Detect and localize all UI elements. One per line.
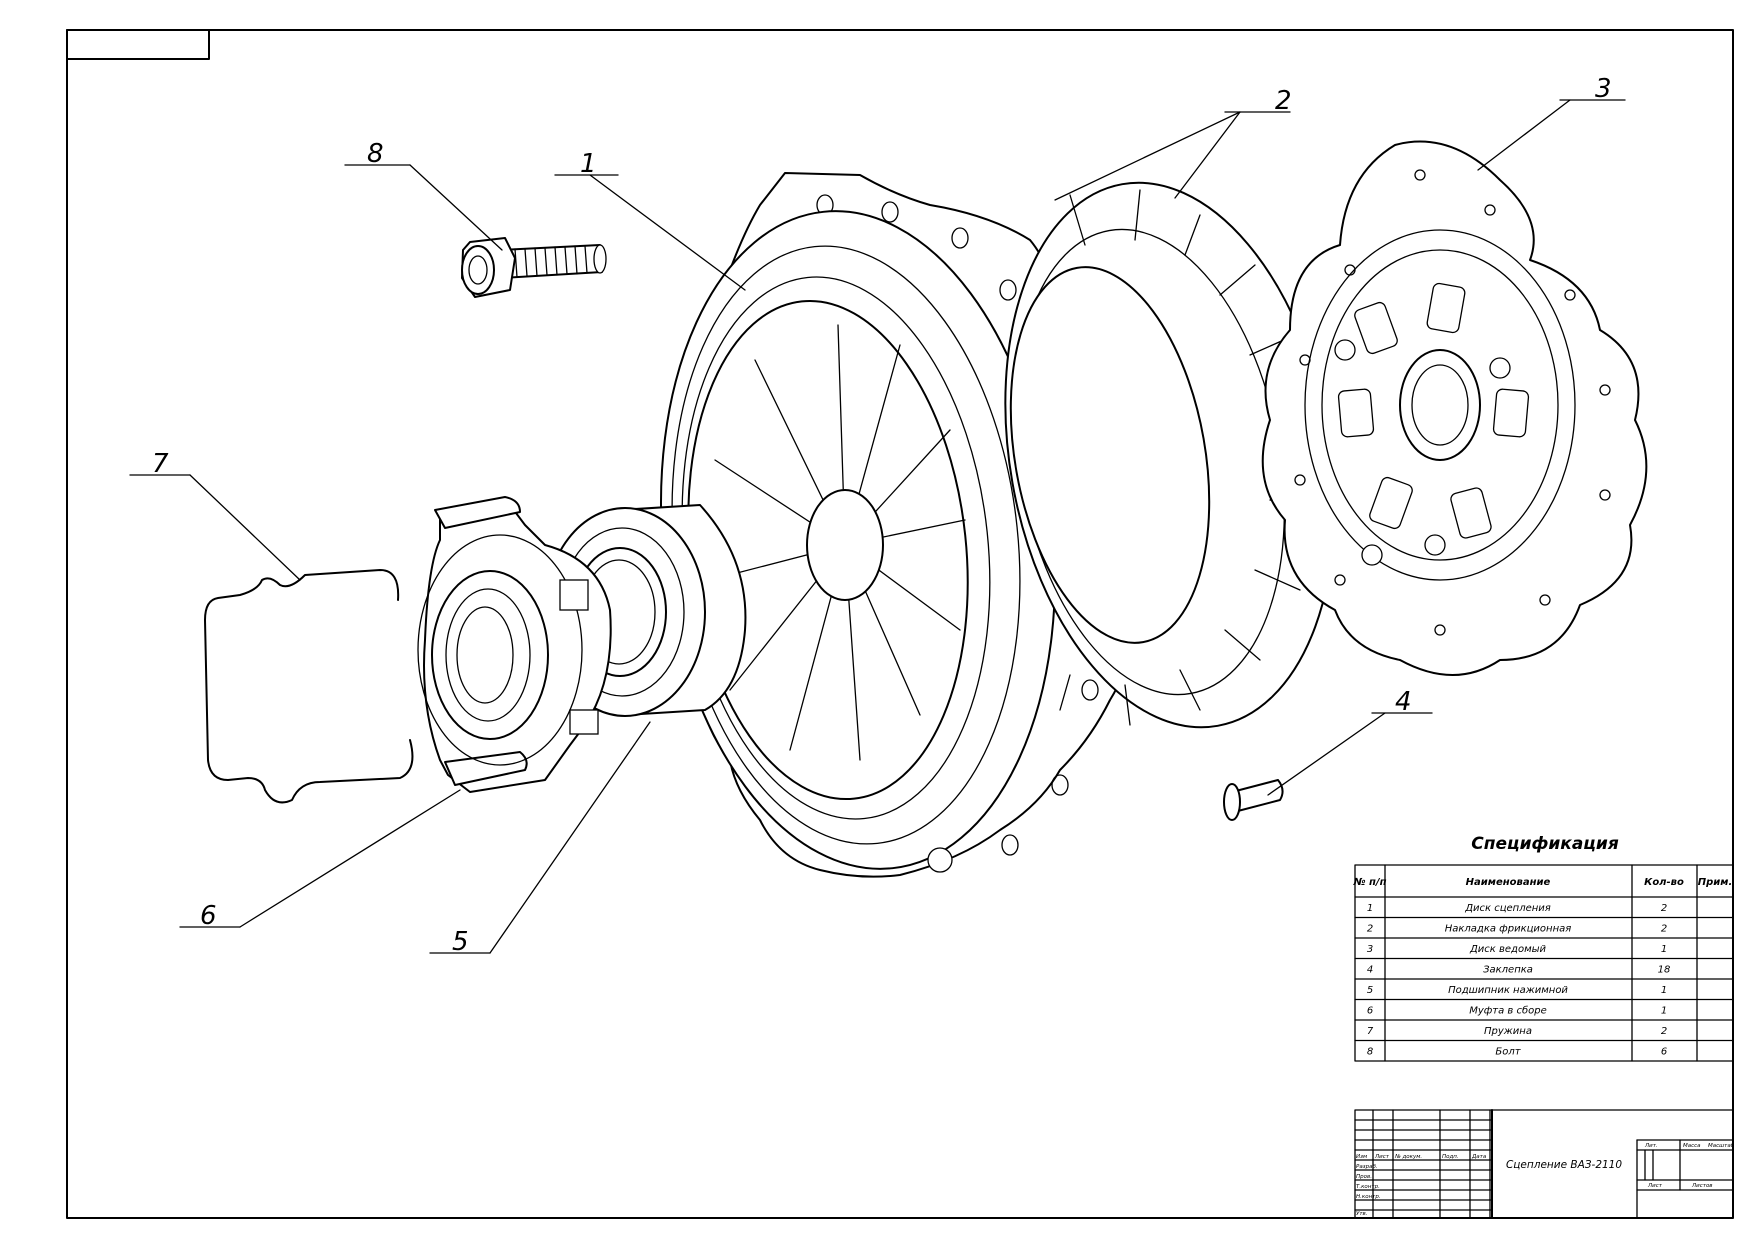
callout-6: 6 (200, 901, 217, 931)
tb-scale: Масштаб (1708, 1143, 1735, 1149)
part-4-rivet (1223, 779, 1284, 821)
specification-table: Спецификация № п/п Наименование Кол-во П… (1353, 834, 1734, 1062)
spec-cell: Заклепка (1483, 965, 1533, 976)
part-3-driven-disc (1261, 140, 1648, 676)
spec-cell: Диск ведомый (1469, 944, 1547, 955)
part-8-bolt (461, 237, 607, 298)
tb-doc: № докум. (1394, 1154, 1422, 1160)
tb-prov: Пров. (1356, 1174, 1372, 1180)
part-6-release-sleeve (417, 496, 612, 793)
spec-cell: Подшипник нажимной (1448, 985, 1568, 996)
spec-cell: 8 (1367, 1047, 1373, 1058)
callout-5: 5 (452, 927, 469, 957)
spec-cell: 1 (1661, 944, 1667, 955)
tb-mass: Масса (1683, 1143, 1701, 1149)
spec-cell: 2 (1661, 903, 1667, 914)
spec-header-qty: Кол-во (1644, 877, 1684, 888)
tb-tkontr: Т.контр. (1356, 1184, 1380, 1190)
spec-cell: 18 (1658, 965, 1671, 976)
spec-cell: Диск сцепления (1464, 903, 1551, 914)
spec-cell: 6 (1661, 1047, 1667, 1058)
callout-labels: 1 2 3 4 5 6 7 8 (152, 74, 1612, 957)
tb-sheet: Лист (1647, 1183, 1663, 1189)
tb-utv: Утв. (1356, 1211, 1368, 1217)
part-2-friction-disc (1004, 181, 1336, 729)
spec-cell: 2 (1661, 924, 1667, 935)
callout-2: 2 (1275, 86, 1292, 116)
sheet-frame (66, 29, 1734, 1219)
tb-sheets: Листов (1691, 1183, 1713, 1189)
spec-cell: 4 (1367, 965, 1373, 976)
tb-list: Лист (1374, 1154, 1390, 1160)
tb-izm: Изм (1356, 1154, 1367, 1160)
part-7-spring (204, 569, 414, 804)
callout-8: 8 (367, 139, 384, 169)
spec-cell: 7 (1367, 1026, 1374, 1037)
callout-4: 4 (1395, 687, 1412, 717)
tb-razrab: Разраб. (1356, 1164, 1378, 1170)
callout-7: 7 (152, 449, 169, 479)
spec-header-num: № п/п (1353, 877, 1387, 888)
spec-cell: Болт (1495, 1047, 1521, 1058)
tb-sign: Подп. (1442, 1154, 1459, 1160)
corner-stamp (66, 29, 210, 60)
spec-header-name: Наименование (1466, 877, 1551, 888)
spec-cell: 2 (1367, 924, 1373, 935)
spec-cell: Муфта в сборе (1469, 1005, 1547, 1017)
callout-3: 3 (1595, 74, 1612, 104)
tb-nkontr: Н.контр. (1356, 1194, 1381, 1200)
spec-cell: 1 (1661, 985, 1667, 996)
tb-drawing-name: Сцепление ВАЗ-2110 (1506, 1159, 1622, 1171)
spec-cell: Накладка фрикционная (1445, 924, 1572, 935)
spec-cell: Пружина (1484, 1026, 1532, 1037)
tb-date: Дата (1471, 1154, 1487, 1160)
tb-lit: Лит. (1644, 1143, 1658, 1149)
spec-cell: 2 (1661, 1026, 1667, 1037)
spec-cell: 1 (1367, 903, 1373, 914)
spec-cell: 6 (1367, 1006, 1373, 1017)
spec-cell: 5 (1367, 985, 1373, 996)
title-block: Изм Лист № докум. Подп. Дата Разраб. Про… (1354, 1109, 1735, 1219)
callout-1: 1 (580, 149, 597, 179)
spec-header-note: Прим. (1698, 877, 1733, 888)
spec-title: Спецификация (1471, 834, 1619, 854)
spec-cell: 3 (1367, 944, 1373, 955)
callout-leaders (129, 99, 1626, 954)
spec-cell: 1 (1661, 1006, 1667, 1017)
